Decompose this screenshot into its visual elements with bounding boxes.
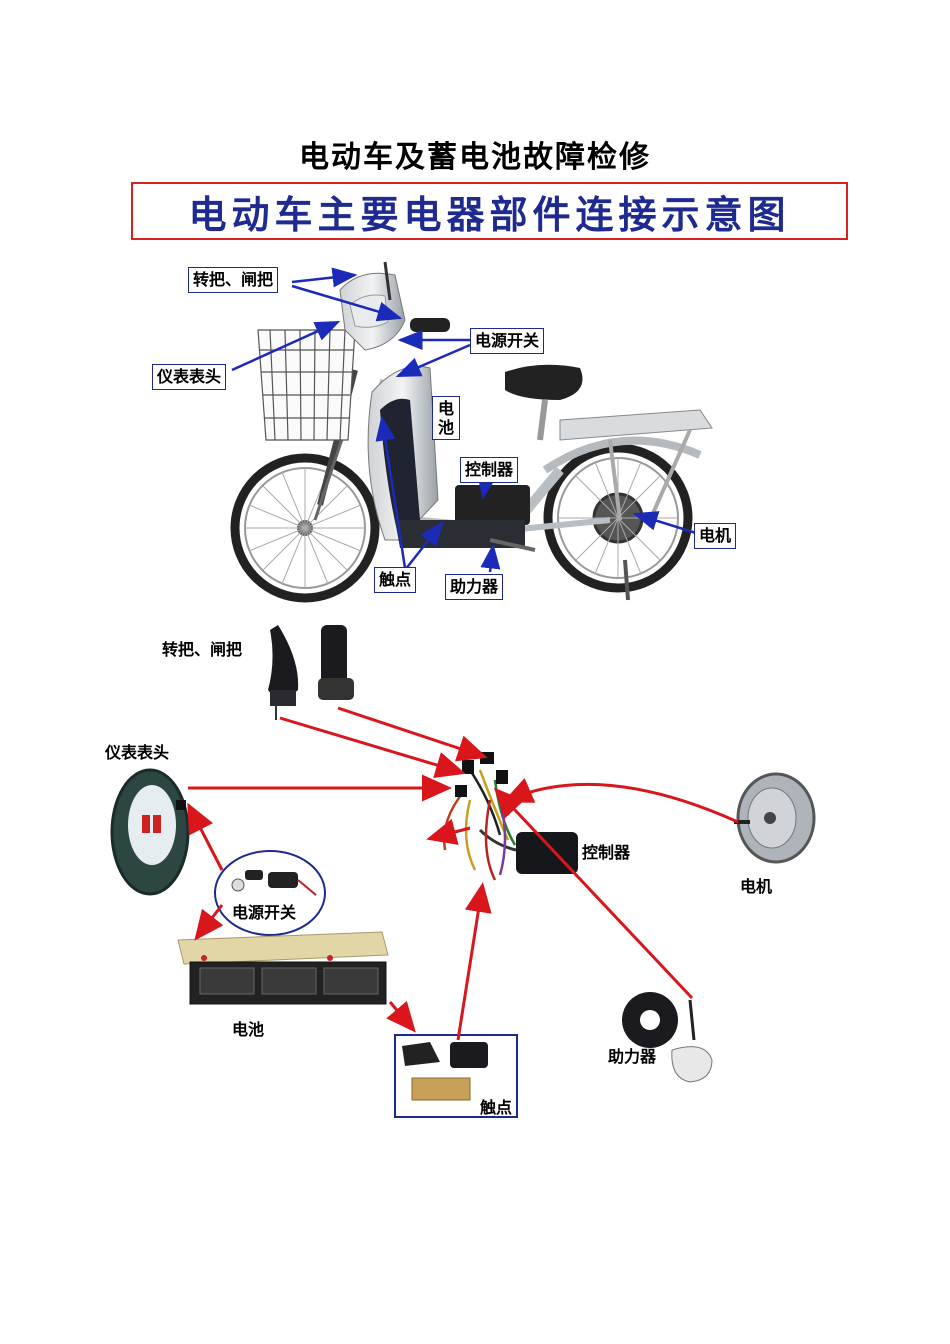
controller-module-icon bbox=[478, 828, 578, 874]
wiring-label-motor: 电机 bbox=[740, 877, 773, 896]
photo-label-motor: 电机 bbox=[694, 523, 737, 549]
banner-text: 电动车主要电器部件连接示意图 bbox=[188, 192, 791, 237]
front-wheel bbox=[230, 453, 380, 603]
key-switch-icon bbox=[231, 870, 317, 896]
hub-motor-icon bbox=[734, 772, 816, 864]
wiring-label-power-switch: 电源开关 bbox=[232, 903, 297, 922]
assist-sensor-icon bbox=[622, 992, 713, 1083]
wiring-label-controller: 控制器 bbox=[582, 843, 631, 862]
brake-lever-icon bbox=[268, 625, 299, 720]
wiring-label-assist: 助力器 bbox=[608, 1047, 657, 1066]
photo-label-throttle-brake: 转把、闸把 bbox=[188, 267, 279, 293]
wiring-label-meter: 仪表表头 bbox=[105, 743, 170, 762]
photo-label-assist: 助力器 bbox=[445, 574, 504, 600]
wiring-label-contact: 触点 bbox=[480, 1098, 513, 1117]
photo-arrows bbox=[231, 267, 697, 573]
photo-label-contact: 触点 bbox=[374, 567, 417, 593]
power-switch-circle bbox=[214, 850, 326, 936]
diagram-banner: 电动车主要电器部件连接示意图 bbox=[131, 182, 848, 240]
meter-display-icon bbox=[110, 768, 190, 896]
wiring-arrows bbox=[187, 706, 739, 1041]
contact-connector-icon bbox=[402, 1042, 488, 1101]
photo-label-controller: 控制器 bbox=[460, 457, 519, 483]
throttle-grip-icon bbox=[318, 625, 354, 700]
photo-label-battery: 电池 bbox=[432, 396, 460, 440]
controller-box bbox=[455, 485, 530, 525]
basket bbox=[257, 329, 356, 441]
wiring-label-throttle-brake: 转把、闸把 bbox=[162, 640, 243, 659]
photo-label-meter: 仪表表头 bbox=[152, 364, 227, 390]
photo-label-power-switch: 电源开关 bbox=[470, 328, 545, 354]
page-title: 电动车及蓄电池故障检修 bbox=[299, 140, 651, 175]
wiring-label-battery: 电池 bbox=[232, 1020, 265, 1039]
battery-pack-icon bbox=[177, 931, 389, 1005]
